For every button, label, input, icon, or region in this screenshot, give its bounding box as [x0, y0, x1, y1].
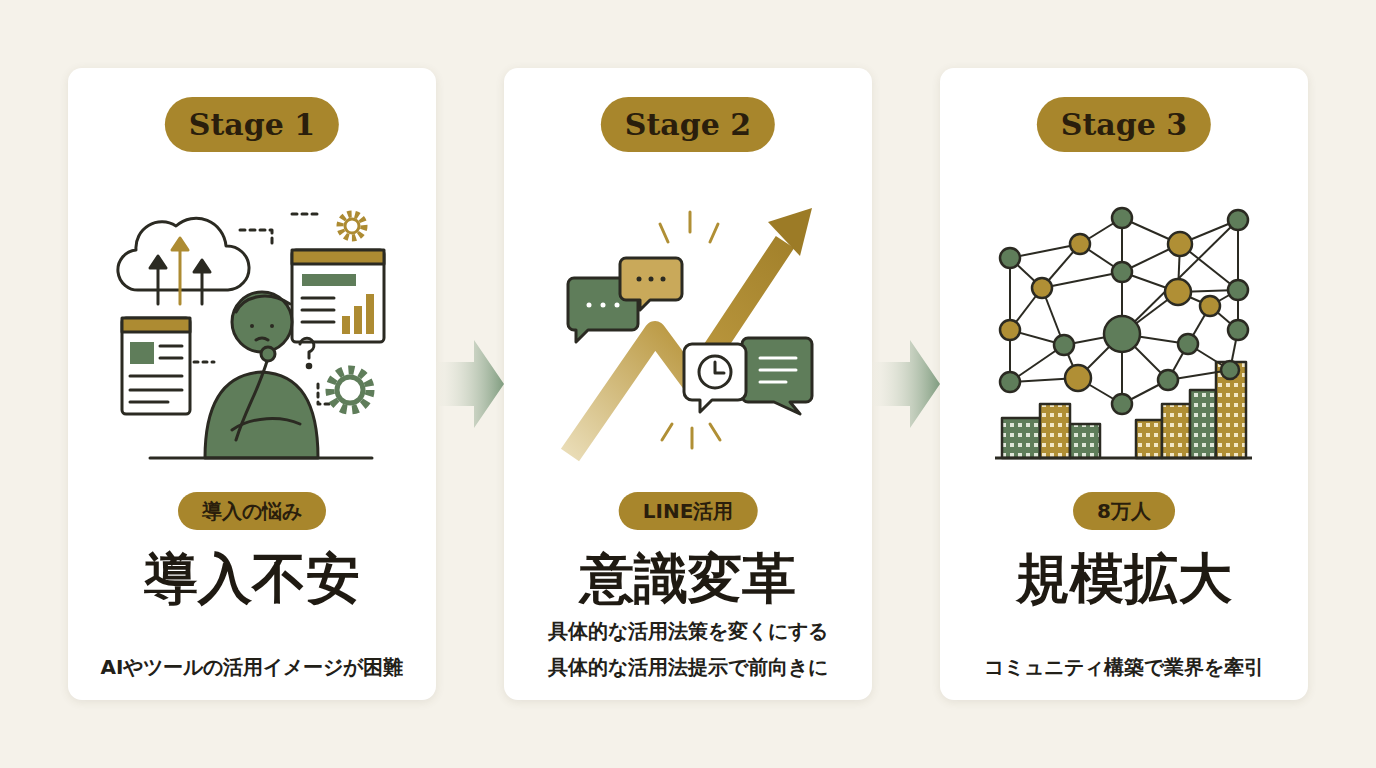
stage-badge: Stage 2 [601, 97, 775, 152]
badge-label: Stage 2 [625, 107, 751, 142]
stage-heading: 導入不安 [68, 548, 436, 608]
body-block: AIやツールの活用イメージが困難 [68, 649, 436, 685]
badge-label: 導入の悩み [202, 498, 302, 525]
stage-heading: 意識変革 [504, 548, 872, 608]
connector-layer [436, 340, 940, 428]
worry-illustration [118, 214, 384, 458]
badge-label: Stage 1 [189, 107, 315, 142]
badge-label: 8万人 [1097, 498, 1151, 525]
stage-card: 意識変革具体的な活用法策を変くにする具体的な活用法提示で前向きにStage 2L… [504, 68, 872, 700]
stage-description: 具体的な活用法策を変くにする [504, 613, 872, 649]
stage-badge: Stage 3 [1037, 97, 1211, 152]
stage-description: コミュニティ構築で業界を牽引 [940, 649, 1308, 685]
growth-illustration [568, 208, 812, 455]
body-block: コミュニティ構築で業界を牽引 [940, 649, 1308, 685]
stage-description: AIやツールの活用イメージが困難 [68, 649, 436, 685]
stage-card: 規模拡大コミュニティ構築で業界を牽引 Stage 3 8万人 [940, 68, 1308, 700]
stage-badge: Stage 1 [165, 97, 339, 152]
badge-label: Stage 3 [1061, 107, 1187, 142]
stage-heading: 規模拡大 [940, 548, 1308, 608]
tag-badge: 導入の悩み [178, 492, 326, 530]
flow-arrow [436, 340, 504, 428]
tag-badge: 8万人 [1073, 492, 1175, 530]
badge-label: LINE活用 [643, 498, 734, 525]
tag-badge: LINE活用 [619, 492, 758, 530]
stage-description: 具体的な活用法提示で前向きに [504, 649, 872, 685]
body-block: 具体的な活用法策を変くにする具体的な活用法提示で前向きに [504, 613, 872, 685]
flow-arrow [872, 340, 940, 428]
network-illustration [995, 208, 1252, 458]
stage-card: 導入不安 AIやツールの活用イメージが困難 Stage 1 導入の悩み [68, 68, 436, 700]
